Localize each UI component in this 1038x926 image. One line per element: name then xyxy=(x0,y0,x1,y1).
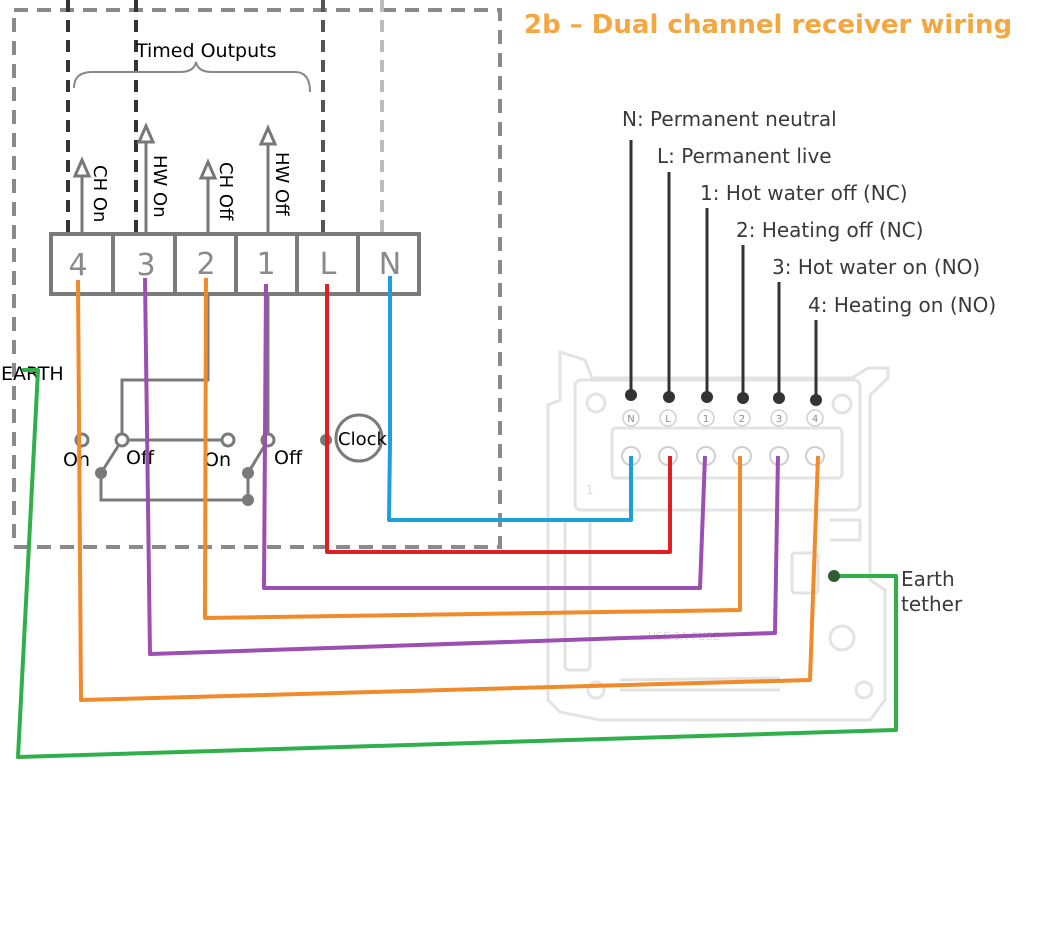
switch-labels: On Off On Off xyxy=(63,447,303,471)
wire-ch-on-orange xyxy=(76,279,820,702)
output-labels: CH On HW On CH Off HW Off xyxy=(89,152,292,222)
wire-hw-off-purple xyxy=(262,283,707,590)
receiver-terminal-label: 2 xyxy=(739,414,745,425)
switch-label-ch-on: On xyxy=(63,449,90,471)
legend-leaders xyxy=(629,140,818,399)
clock-label: Clock xyxy=(338,429,387,450)
terminal-3: 3 xyxy=(136,248,155,283)
receiver-terminal-4: 4 xyxy=(805,409,825,466)
timed-outputs-label: Timed Outputs xyxy=(135,40,277,62)
receiver-terminal-label: L xyxy=(665,414,671,425)
output-arrows xyxy=(72,122,278,234)
receiver-legend: N: Permanent neutral L: Permanent live 1… xyxy=(622,107,996,317)
terminal-l: L xyxy=(320,247,337,282)
receiver-terminal-label: 3 xyxy=(776,414,782,425)
timed-outputs-brace xyxy=(73,61,311,93)
legend-hw-on: 3: Hot water on (NO) xyxy=(772,255,980,279)
terminal-1: 1 xyxy=(256,247,275,282)
legend-heating-on: 4: Heating on (NO) xyxy=(808,293,996,317)
wire-ch-off-orange xyxy=(203,277,742,620)
switch-label-hw-on: On xyxy=(204,449,231,471)
receiver-terminal-label: 1 xyxy=(703,414,709,425)
wires xyxy=(16,276,898,759)
receiver-terminal-label: N xyxy=(627,414,634,425)
switch-label-ch-off: Off xyxy=(126,447,155,469)
diagram-title: 2b – Dual channel receiver wiring xyxy=(524,10,1012,40)
earth-label: EARTH xyxy=(1,363,64,385)
receiver-terminal-label: 4 xyxy=(812,414,818,425)
switch-label-hw-off: Off xyxy=(274,447,303,469)
terminal-4: 4 xyxy=(68,248,87,283)
wire-hw-on-purple xyxy=(143,277,780,656)
receiver-side-mark: 1 xyxy=(586,483,594,497)
programmer-enclosure xyxy=(12,0,502,549)
earth-tether-line1: Earth xyxy=(901,567,955,591)
terminal-n: N xyxy=(379,247,401,282)
output-label-hw-on: HW On xyxy=(149,155,170,218)
legend-neutral: N: Permanent neutral xyxy=(622,107,837,131)
terminal-block: 4 3 2 1 L N xyxy=(49,232,421,296)
switch-schematic xyxy=(74,294,276,502)
wire-earth-green xyxy=(16,368,898,759)
receiver-terminal-row: N L 1 2 3 4 xyxy=(621,409,825,466)
legend-heating-off: 2: Heating off (NC) xyxy=(736,218,923,242)
wire-live-red xyxy=(325,284,672,554)
terminal-2: 2 xyxy=(196,247,215,282)
legend-hw-off: 1: Hot water off (NC) xyxy=(700,181,908,205)
earth-tether-label: Earth tether xyxy=(901,567,963,616)
clock-symbol: Clock xyxy=(334,413,387,463)
output-label-ch-on: CH On xyxy=(89,165,110,222)
output-label-hw-off: HW Off xyxy=(271,152,292,216)
receiver-backplate xyxy=(546,349,890,722)
earth-tether-line2: tether xyxy=(901,592,963,616)
output-label-ch-off: CH Off xyxy=(215,162,236,221)
legend-live: L: Permanent live xyxy=(657,144,832,168)
wire-neutral-blue xyxy=(387,276,633,522)
